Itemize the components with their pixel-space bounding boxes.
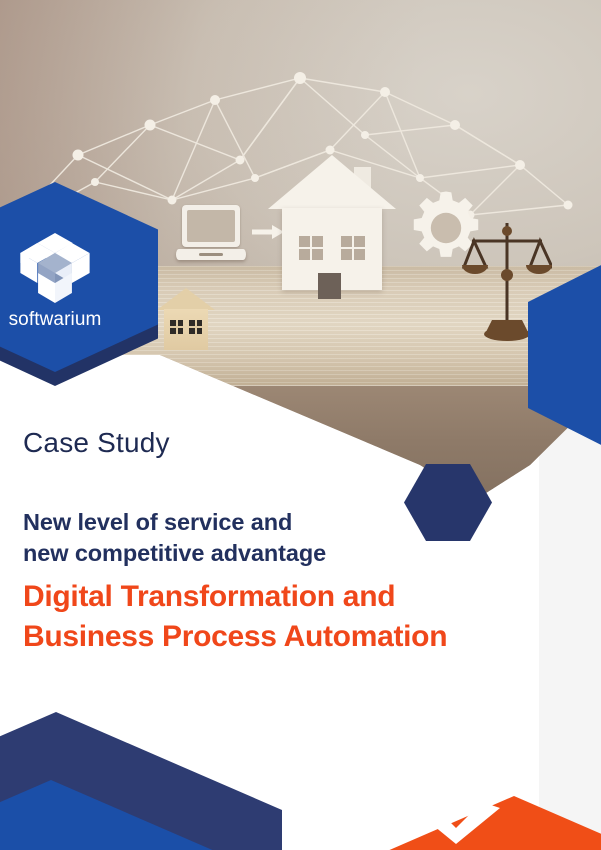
subheadline: New level of service and new competitive… [23,507,563,569]
network-mesh-icon [4,72,573,234]
laptop-icon [176,205,246,263]
brand-logo[interactable]: softwarium [0,182,158,372]
arrow-right-icon [252,225,284,239]
brand-name: softwarium [8,309,102,330]
wooden-house-model [157,288,215,350]
scales-of-justice-icon [462,223,552,341]
headline-line-2: Business Process Automation [23,619,448,653]
paper-house-icon [268,155,396,299]
cover-text-block: Case Study New level of service and new … [23,427,563,657]
isometric-cube-logo-icon [20,233,90,303]
chevron-down-icon[interactable] [408,800,504,846]
subheadline-line-2: new competitive advantage [23,539,327,566]
subheadline-line-1: New level of service and [23,508,293,535]
headline-line-1: Digital Transformation and [23,579,396,613]
page-title: Digital Transformation and Business Proc… [23,577,563,657]
document-type-label: Case Study [23,427,170,458]
gear-icon [413,191,479,257]
